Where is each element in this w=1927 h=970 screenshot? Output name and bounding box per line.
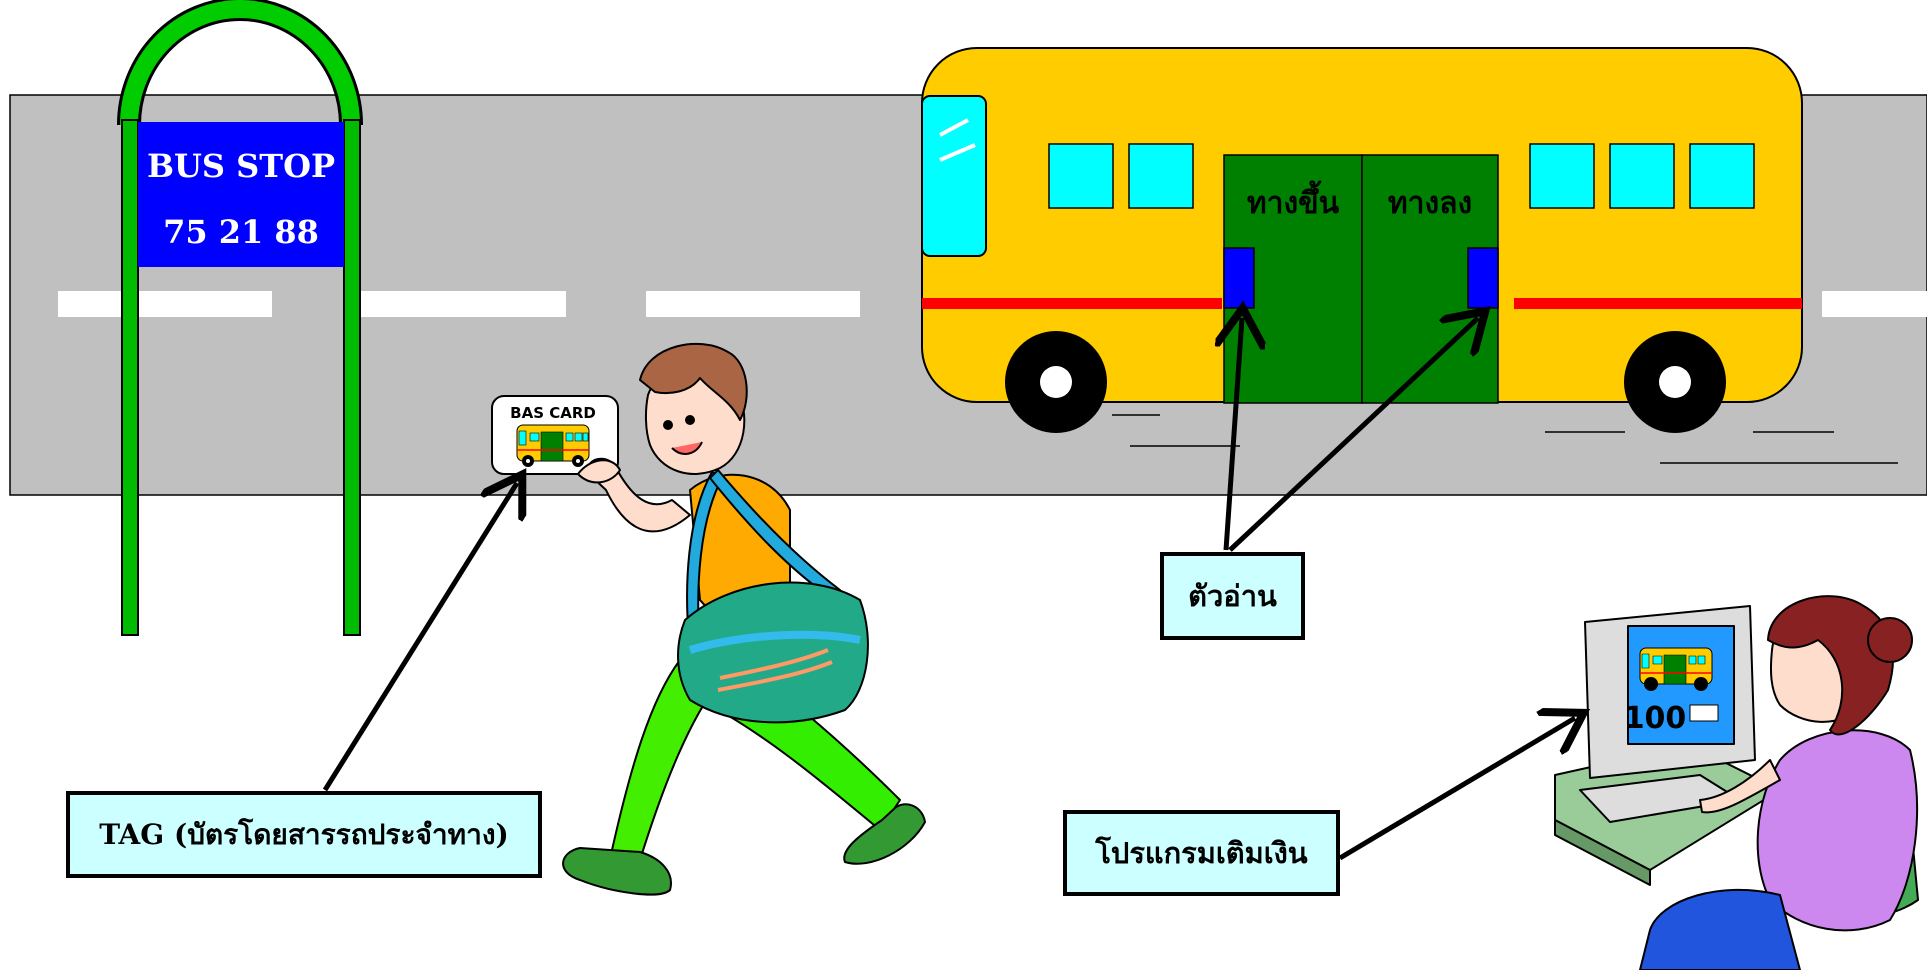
monitor-bus-icon [1639,647,1713,691]
program-callout: โปรแกรมเติมเงิน [1063,810,1340,896]
bus-card-bus-icon [516,424,590,467]
card-reader-out [1467,247,1499,309]
program-callout-text: โปรแกรมเติมเงิน [1095,836,1308,870]
bus-window [1128,143,1194,209]
door-in-label: ทางขึ้น [1247,180,1340,221]
lane-marking [646,291,860,317]
boy-bag [677,581,869,724]
boy-front-shoe [843,803,926,865]
monitor-balance-field [1689,704,1719,722]
card-reader-in [1223,247,1255,309]
bus-window [1609,143,1675,209]
reader-callout-text: ตัวอ่าน [1188,579,1277,613]
bus-window [1689,143,1755,209]
bus-stop-pole-left [121,119,139,636]
bus-windshield [921,95,987,257]
passenger-boy [562,342,926,896]
bus-stop: BUS STOP 75 21 88 [117,0,363,636]
bus-card-label: BAS CARD [510,404,596,422]
topup-station: 100 [1554,595,1919,970]
operator-arm [1699,759,1781,814]
bus-stripe-right [1514,298,1802,309]
bus-stop-pole-right [343,119,361,636]
bus-stop-sign [138,122,344,267]
bus: ทางขึ้น ทางลง [921,47,1898,464]
bus-window [1529,143,1595,209]
bus-wheel-front [1005,331,1107,433]
boy-hair [639,342,748,421]
lane-marking [1822,291,1927,317]
operator-hair [1767,595,1894,736]
tag-callout: TAG (บัตรโดยสารรถประจำทาง) [66,791,542,878]
bus-stop-routes: 75 21 88 [163,213,319,251]
tag-callout-text: TAG (บัตรโดยสารรถประจำทาง) [99,817,509,851]
boy-eye [685,415,695,425]
bus-stop-title: BUS STOP [147,147,335,185]
monitor-balance: 100 [1624,701,1687,736]
boy-back-shoe [562,847,672,896]
lane-marking [352,291,566,317]
bus-card: BAS CARD [491,395,619,475]
callout-arrows [322,318,1575,861]
operator-legs [1639,888,1801,970]
program-arrow [1338,718,1575,861]
reader-in-arrow [1226,318,1242,551]
bus-wheel-rear [1624,331,1726,433]
lane-marking [58,291,272,317]
door-out-label: ทางลง [1388,186,1472,221]
reader-callout: ตัวอ่าน [1160,552,1305,640]
boy-mouth [671,441,703,455]
operator-body [1756,729,1918,932]
boy-hand [577,459,621,484]
reader-out-arrow [1228,318,1478,552]
bus-window [1048,143,1114,209]
boy-eye [663,420,673,430]
bus-stripe-left [922,298,1222,309]
tag-arrow [322,483,517,792]
